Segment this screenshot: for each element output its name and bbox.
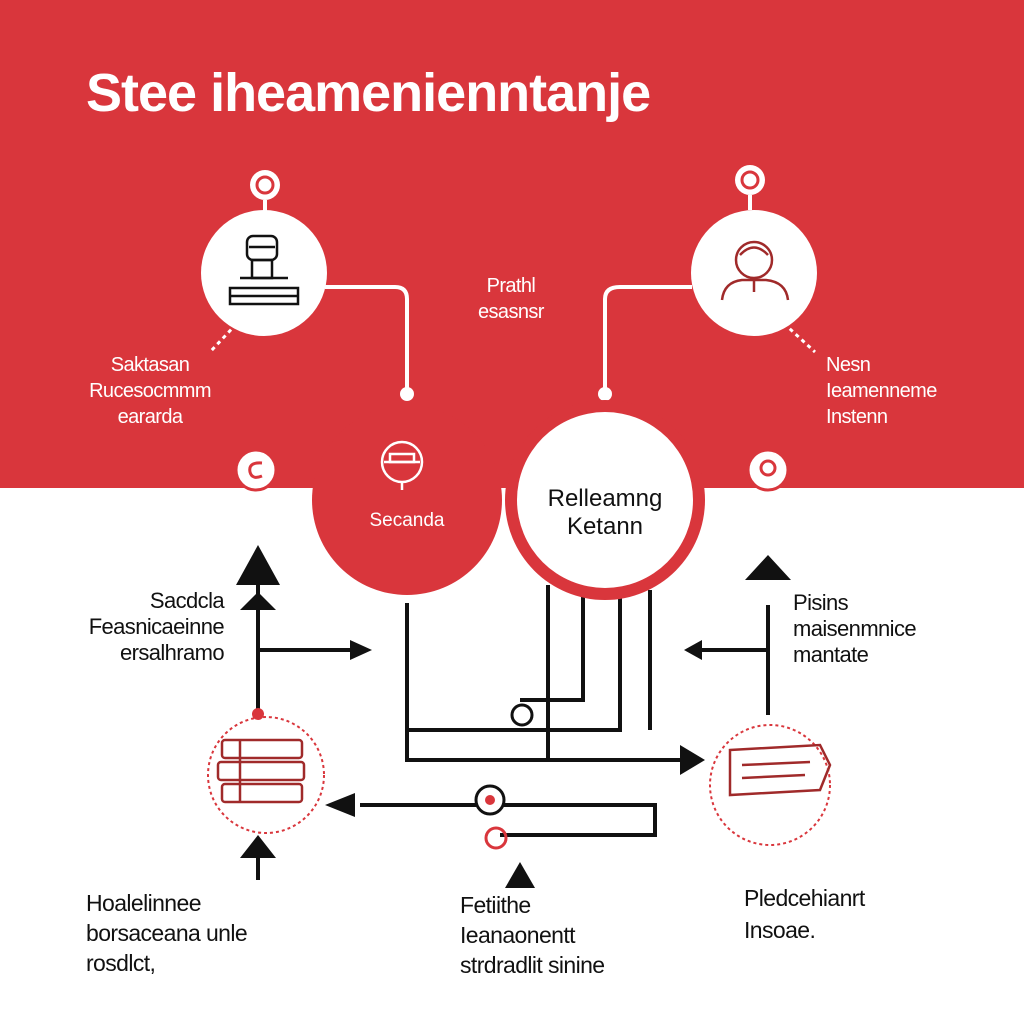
location-pin-icon [735, 165, 765, 210]
arrow-left-bottom [325, 793, 355, 817]
label-line: Pledcehianrt [744, 885, 865, 911]
label-line: Insoae. [744, 917, 816, 943]
node-circle [201, 210, 327, 336]
node-circle [709, 724, 831, 846]
label-left-mid: Sacdcla Feasnicaeinne ersalhramo [44, 588, 225, 666]
red-header-band [0, 0, 1024, 488]
label-line: Rucesocmmm [89, 380, 211, 402]
hub-right [505, 400, 705, 600]
arrow-up-bottom-center [505, 862, 535, 888]
connector-hub-branch-2 [520, 590, 585, 702]
arrow-up-left-2 [240, 592, 276, 610]
top-left-node [201, 170, 327, 336]
arrow-up-left [236, 545, 280, 585]
node-circle [691, 210, 817, 336]
label-line: Feasnicaeinne [88, 614, 225, 639]
label-left-upper: Saktasan Rucesocmmm eararda [60, 352, 240, 430]
label-line: Fetiithe [460, 892, 531, 918]
left-hub-side-icon [234, 448, 278, 492]
connector-hub-to-bottom-right [405, 603, 680, 762]
person-at-desk-icon [228, 234, 300, 306]
label-right-mid: Pisins maisenmnice mantate [793, 590, 917, 668]
document-stack-icon [216, 738, 306, 804]
location-pin-icon [250, 170, 280, 212]
page-title: Stee iheamenienntanje [86, 63, 651, 123]
scroll-document-icon [728, 743, 832, 797]
label-line: Instenn [826, 406, 888, 428]
label-line: eararda [117, 406, 183, 428]
arrow-right-bottom [680, 745, 705, 775]
node-circle [207, 716, 325, 834]
arrow-up-right [745, 555, 791, 580]
label-line: Pisins [793, 590, 849, 615]
arrow-right-left-branch [350, 640, 372, 660]
dotted-leader-left-hub [277, 490, 319, 498]
arrow-left-right-branch [684, 640, 702, 660]
label-line: rosdlct, [86, 950, 156, 976]
top-right-node [691, 165, 817, 336]
dotted-leader-right-hub [707, 490, 746, 498]
label-line: strdradlit sinine [460, 952, 605, 978]
hub-left [312, 405, 502, 595]
label-line: Hoalelinnee [86, 890, 201, 916]
connector-dot [400, 387, 414, 401]
label-bottom-center: Fetiithe Ieanaonentt strdradlit sinine [460, 890, 605, 980]
gear-icon [474, 703, 534, 850]
hub-left-circle [312, 405, 502, 595]
label-line: mantate [793, 642, 869, 667]
label-line: Saktasan [110, 354, 190, 376]
connector-bottom-horizontal [360, 803, 657, 837]
hub-right-label-line: Ketann [566, 513, 644, 540]
connector-dots [400, 387, 612, 401]
bottom-connectors [256, 585, 770, 880]
person-avatar-icon [720, 240, 790, 301]
label-bottom-right: Pledcehianrt Insoae. [744, 882, 865, 946]
hub-left-label: Secanda [369, 510, 445, 531]
right-hub-side-icon [746, 448, 790, 492]
arrow-heads [236, 545, 791, 888]
hub-right-label-line: Relleamng [547, 485, 663, 512]
label-line: Ieanaonentt [460, 922, 576, 948]
bottom-left-node [207, 708, 325, 834]
lock-icon [380, 440, 424, 490]
connector-dot [252, 708, 264, 720]
label-right-upper: Nesn Ieamenneme Instenn [826, 352, 937, 430]
hub-right-circle [517, 412, 693, 588]
connector-left-top-to-hub [325, 285, 409, 392]
center-label: Prathl esasnsr [478, 273, 544, 325]
connector-dot [598, 387, 612, 401]
label-line: Nesn [826, 354, 871, 376]
label-line: ersalhramo [119, 640, 225, 665]
center-label-line: esasnsr [478, 301, 544, 323]
label-line: maisenmnice [793, 616, 917, 641]
label-line: borsaceana unle [86, 920, 248, 946]
center-label-line: Prathl [486, 275, 536, 297]
arrow-up-bottom-left [240, 835, 276, 858]
label-bottom-left: Hoalelinnee borsaceana unle rosdlct, [86, 888, 248, 978]
label-line: Sacdcla [149, 588, 225, 613]
bottom-right-node [709, 724, 832, 846]
hub-right-label: Relleamng Ketann [525, 485, 685, 541]
connector-right-top-to-hub [603, 285, 692, 392]
label-line: Ieamenneme [826, 380, 937, 402]
connector-hub-branch-3 [407, 595, 622, 732]
